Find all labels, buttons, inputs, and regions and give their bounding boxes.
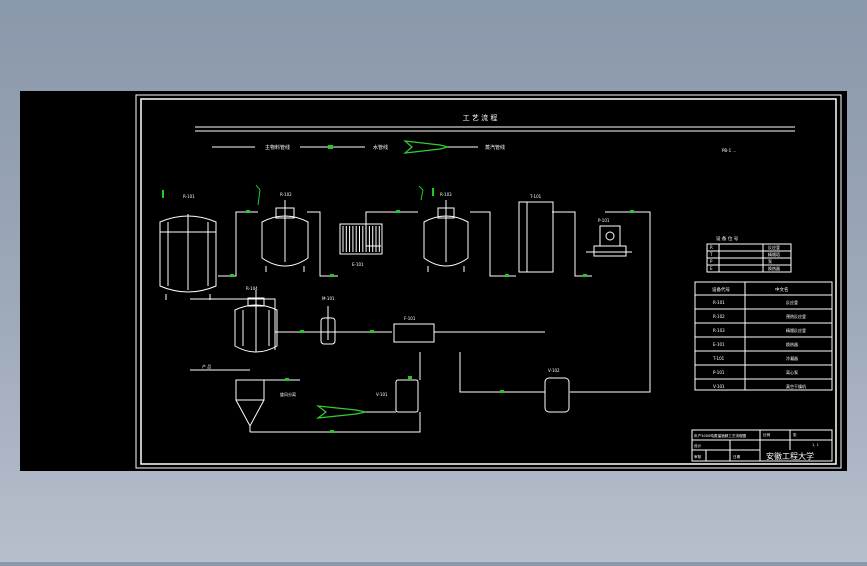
checked-label: 审核 bbox=[694, 454, 702, 459]
equipment-name: 离心泵 bbox=[786, 369, 798, 375]
equipment-code: E-101 bbox=[713, 342, 725, 347]
vessel-label: R-104 bbox=[246, 286, 258, 291]
symbol-table: 设 备 位 号 R 反应釜 T 精馏塔 P 泵 E 换热器 bbox=[706, 235, 792, 273]
vessel-large-tank: R-101 bbox=[159, 194, 217, 300]
line-legend: 主物料管线 水管线 蒸汽管线 PB-1 ... bbox=[212, 140, 736, 154]
legend-water: 水管线 bbox=[373, 144, 388, 151]
symbol-table-header: 设 备 位 号 bbox=[716, 235, 739, 242]
equipment-label: M-101 bbox=[322, 296, 335, 301]
vessel-small-tank: V-101 bbox=[376, 379, 419, 413]
symbol-name: 精馏塔 bbox=[768, 251, 780, 257]
steam-arrow-icon bbox=[403, 140, 449, 154]
vessel-reactor-2: R-102 bbox=[261, 192, 309, 272]
title-banner: 工 艺 流 程 bbox=[195, 113, 795, 132]
drawn-label: 设计 bbox=[694, 443, 702, 448]
university-name: 安徽工程大学 bbox=[766, 451, 814, 461]
drawing-name: 年产3000吨蒸馏酒精工艺流程图 bbox=[694, 433, 747, 438]
symbol-name: 换热器 bbox=[768, 265, 780, 271]
steam-outlet-arrow-icon bbox=[315, 405, 367, 419]
equipment-name: 冷凝器 bbox=[786, 355, 798, 361]
vessel-label: R-101 bbox=[183, 194, 195, 199]
equipment-code: P-101 bbox=[713, 370, 725, 375]
vessel-label: R-103 bbox=[440, 192, 452, 197]
equipment-label: P-101 bbox=[598, 218, 610, 223]
product-label: 产 品 bbox=[202, 363, 211, 369]
vessel-reactor-3: R-103 bbox=[423, 192, 469, 272]
cyclone-separator: 产 品 旋风分离 bbox=[202, 363, 296, 432]
equipment-name: 精馏反应釜 bbox=[786, 327, 806, 333]
feed-arrow-icon bbox=[418, 185, 424, 201]
equipment-code: R-102 bbox=[713, 314, 725, 319]
equipment-name: 预热反应釜 bbox=[786, 313, 806, 319]
equipment-table-header-name: 中文名 bbox=[775, 286, 789, 293]
equipment-code: T-101 bbox=[712, 356, 725, 361]
equipment-name: 换热器 bbox=[786, 341, 798, 347]
symbol-code: E bbox=[710, 266, 713, 271]
equipment-label: 旋风分离 bbox=[280, 391, 296, 397]
equipment-label: T-101 bbox=[529, 194, 542, 199]
distillation-column: T-101 bbox=[518, 194, 554, 273]
drawing-canvas bbox=[20, 91, 847, 471]
pump-assembly: P-101 bbox=[586, 218, 632, 257]
symbol-code: T bbox=[709, 252, 713, 257]
equipment-name: 反应釜 bbox=[786, 299, 798, 305]
equipment-label: V-102 bbox=[548, 368, 560, 373]
feed-marker bbox=[432, 188, 434, 196]
legend-main-material: 主物料管线 bbox=[265, 144, 290, 151]
equipment-table-header-code: 设备代号 bbox=[712, 286, 730, 293]
feed-arrow-icon bbox=[255, 184, 261, 206]
heat-exchanger: E-101 bbox=[339, 223, 383, 267]
inner-frame bbox=[140, 98, 837, 465]
process-piping bbox=[190, 211, 651, 433]
sheet-label: 张 bbox=[793, 432, 797, 437]
symbol-name: 反应釜 bbox=[768, 244, 780, 250]
sheet-value: 1, 1 bbox=[812, 443, 819, 447]
feed-marker bbox=[162, 190, 164, 198]
scale-label: 比例 bbox=[763, 432, 771, 437]
equipment-label: E-101 bbox=[352, 262, 364, 267]
date-label: 日期 bbox=[733, 454, 741, 459]
outer-frame bbox=[135, 94, 842, 469]
agitator-vessel: M-101 bbox=[320, 296, 336, 345]
symbol-name: 泵 bbox=[768, 259, 772, 264]
vessel-mixer-tank: R-104 bbox=[234, 286, 278, 353]
equipment-code: R-103 bbox=[713, 328, 725, 333]
equipment-code: V-101 bbox=[713, 384, 725, 389]
legend-steam: 蒸汽管线 bbox=[485, 144, 505, 151]
valve-markers bbox=[230, 210, 634, 433]
equipment-label: F-101 bbox=[404, 316, 416, 321]
top-right-note: PB-1 ... bbox=[722, 148, 736, 153]
equipment-name: 真空干燥机 bbox=[786, 383, 806, 389]
filter-unit: F-101 bbox=[393, 316, 435, 343]
page-title: 工 艺 流 程 bbox=[463, 113, 498, 122]
title-block: 年产3000吨蒸馏酒精工艺流程图 比例 张 1, 1 设计 审核 日期 安徽工程… bbox=[691, 429, 833, 462]
equipment-code: R-101 bbox=[713, 300, 725, 305]
symbol-code: R bbox=[710, 245, 713, 250]
vessel-label: R-102 bbox=[280, 192, 292, 197]
valve-marker bbox=[328, 145, 333, 149]
equipment-label: V-101 bbox=[376, 392, 388, 397]
vessel-receiver: V-102 bbox=[544, 368, 570, 413]
equipment-table: 设备代号 中文名 R-101 反应釜 R-102 预热反应釜 R-103 精馏反应釜 E-1… bbox=[694, 281, 833, 391]
symbol-code: P bbox=[710, 259, 713, 264]
